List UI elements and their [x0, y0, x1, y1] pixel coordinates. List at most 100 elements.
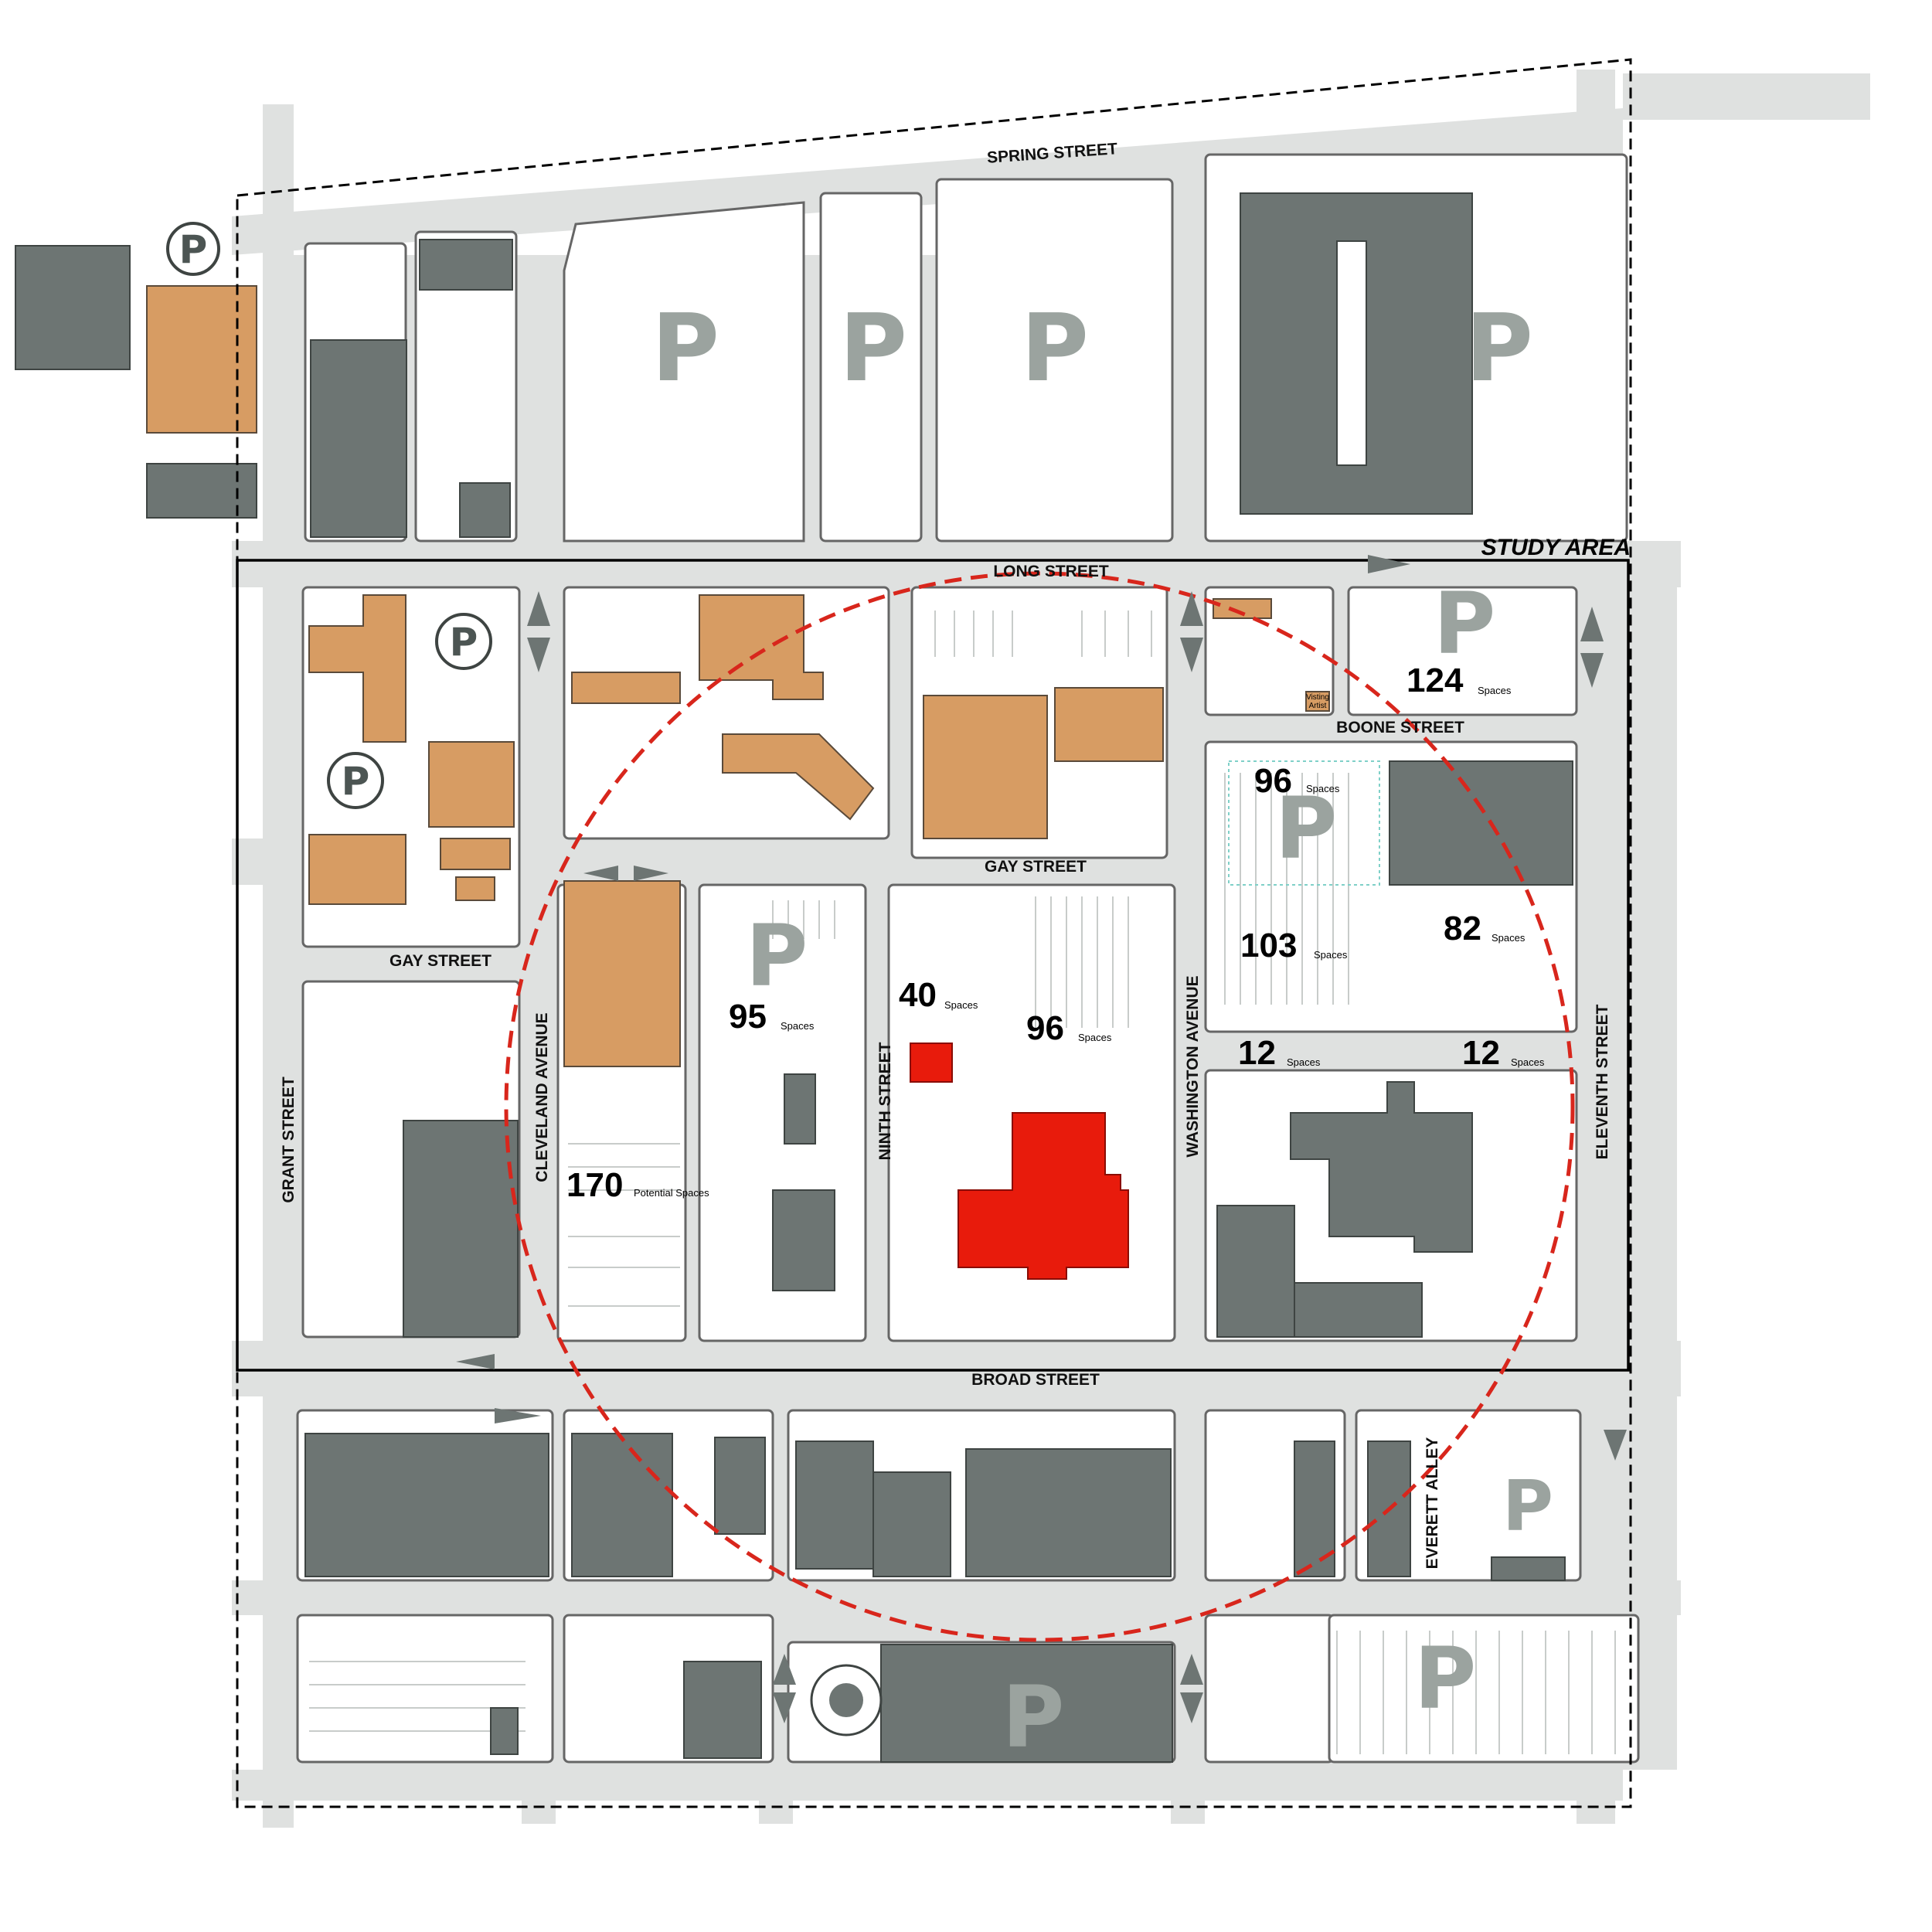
grant-street-road [263, 104, 294, 1828]
building-far-west-1 [15, 245, 131, 370]
parking-icon-n5: P [1021, 295, 1089, 403]
building-c3a [795, 1440, 874, 1570]
building-c2b [714, 1437, 766, 1535]
count-40: 40 [899, 976, 937, 1014]
label-visiting-artist-1: Visting [1306, 693, 1329, 702]
lot-n2 [414, 230, 518, 543]
east-strip [1615, 587, 1677, 1770]
lot-n4 [819, 192, 923, 543]
count-40-unit: Spaces [944, 999, 978, 1011]
parking-icon-95: P [746, 906, 808, 1005]
building-a3-tan-1 [923, 695, 1048, 839]
walking-radius-circle [504, 571, 1575, 1642]
building-b5-south [1294, 1282, 1423, 1338]
building-b3a [784, 1073, 816, 1145]
circled-parking-icons: P P P [166, 222, 492, 809]
arrow-washington-north [1180, 591, 1203, 626]
outer-dashed-boundary [236, 58, 1632, 1808]
building-b2-tan [563, 880, 681, 1067]
building-a1-tan-3 [428, 741, 515, 828]
building-a3-tan-2 [1054, 687, 1164, 762]
lot-a4 [1204, 586, 1335, 716]
garage-atrium [1336, 240, 1367, 466]
stalls-a6 [1224, 773, 1349, 1005]
label-eleventh-street: ELEVENTH STREET [1594, 1004, 1611, 1159]
parking-icon-n3: P [651, 295, 719, 403]
parking-icon-c5: P [1502, 1466, 1553, 1547]
count-124: 124 [1406, 662, 1464, 699]
stalls-a3 [934, 611, 1152, 657]
arrow-broad-west [456, 1354, 495, 1369]
arrow-cleveland-north [527, 591, 550, 626]
tan-buildings [146, 285, 1330, 1067]
label-study-area: STUDY AREA [1481, 535, 1631, 560]
building-a6 [1389, 760, 1573, 886]
count-82: 82 [1444, 910, 1481, 947]
parking-icon-n4: P [839, 295, 907, 403]
building-c1 [304, 1433, 549, 1577]
label-gay-street-east: GAY STREET [985, 858, 1087, 876]
broad-street-road [232, 1341, 1681, 1396]
label-everett-alley: EVERETT ALLEY [1423, 1437, 1441, 1570]
garage-ramp-core [829, 1683, 863, 1717]
lot-c5 [1355, 1409, 1582, 1582]
circled-p-icon-1: P [179, 227, 208, 272]
arrow-broad-east [495, 1408, 541, 1423]
count-96-center-unit: Spaces [1078, 1032, 1112, 1043]
building-b5-west [1216, 1205, 1295, 1338]
building-far-west-tan [146, 285, 257, 434]
arrow-eleventh-north [1580, 607, 1604, 641]
parking-icon-n6: P [1465, 295, 1533, 403]
arrow-gay-east [634, 866, 668, 881]
count-170-unit: Potential Spaces [634, 1187, 709, 1199]
count-95-unit: Spaces [781, 1020, 815, 1032]
label-washington-avenue: WASHINGTON AVENUE [1184, 975, 1202, 1157]
label-grant-street: GRANT STREET [280, 1077, 298, 1203]
bottom-street-road [232, 1770, 1623, 1801]
count-12-east-unit: Spaces [1511, 1056, 1545, 1068]
building-c2a [571, 1433, 673, 1577]
label-broad-street: BROAD STREET [971, 1371, 1100, 1389]
parking-count-labels: 124 Spaces 96 Spaces 103 Spaces 82 Space… [566, 662, 1545, 1204]
building-a1-tan-1 [308, 594, 406, 743]
stalls-b4 [1035, 896, 1129, 1028]
building-a1-tan-5 [455, 876, 495, 901]
lot-n5 [935, 178, 1174, 543]
label-boone-street: BOONE STREET [1336, 719, 1464, 736]
stalls-b1 [568, 1143, 680, 1307]
circled-p-outline-3 [327, 752, 384, 809]
building-d2 [683, 1661, 762, 1759]
count-103-unit: Spaces [1314, 949, 1348, 961]
count-96-east: 96 [1254, 762, 1292, 800]
count-12-west-unit: Spaces [1287, 1056, 1321, 1068]
lot-n3 [563, 201, 805, 543]
highlight-building-small [910, 1043, 953, 1083]
building-a1-tan-2 [308, 834, 406, 905]
building-a1-tan-4 [440, 838, 511, 870]
arrow-south-4 [1180, 1692, 1203, 1723]
arrow-south-1 [773, 1654, 796, 1685]
parking-icon-96: P [1275, 779, 1338, 878]
building-a2-tan-3 [722, 733, 875, 821]
count-82-unit: Spaces [1492, 932, 1526, 944]
building-d3-garage [880, 1644, 1173, 1763]
count-12-west: 12 [1238, 1034, 1276, 1072]
stalls-b3 [772, 900, 835, 939]
circled-p-outline-1 [166, 222, 220, 276]
building-visiting-artist [1305, 691, 1330, 712]
label-visiting-artist-2: Artist [1309, 702, 1327, 710]
lot-a5 [1347, 586, 1578, 716]
highlighted-buildings [910, 1043, 1129, 1280]
arrow-cleveland-south [527, 638, 550, 672]
building-d1 [490, 1707, 519, 1755]
parking-icon-d5: P [1414, 1629, 1477, 1728]
circled-p-outline-2 [435, 613, 492, 670]
arrow-eleventh-south [1580, 653, 1604, 688]
dark-buildings [15, 192, 1573, 1763]
count-124-unit: Spaces [1478, 685, 1512, 696]
arrow-south-3 [1180, 1654, 1203, 1685]
stalls-d5 [1336, 1631, 1616, 1754]
lot-d1 [296, 1614, 554, 1764]
building-b5-center [1290, 1081, 1473, 1253]
